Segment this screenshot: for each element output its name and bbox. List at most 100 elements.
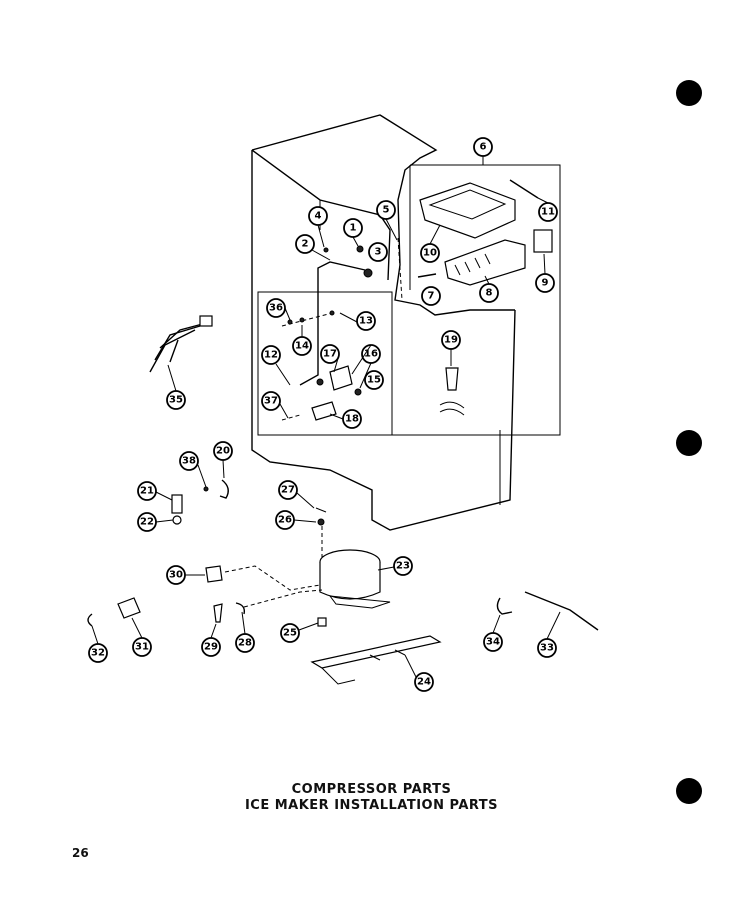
- cover-part: [117, 597, 141, 619]
- callout-8: 8: [479, 283, 499, 303]
- leader-lines: [91, 156, 561, 678]
- svg-text:35: 35: [169, 395, 183, 406]
- callout-19: 19: [441, 330, 461, 350]
- callout-12: 12: [261, 345, 281, 365]
- callout-29: 29: [201, 637, 221, 657]
- compressor: [319, 549, 391, 609]
- svg-text:30: 30: [169, 570, 183, 581]
- callout-31: 31: [132, 637, 152, 657]
- callout-18: 18: [342, 409, 362, 429]
- fill-tube: [299, 261, 366, 386]
- wire-harness: [149, 315, 213, 373]
- svg-text:13: 13: [359, 316, 373, 327]
- svg-text:7: 7: [428, 291, 435, 302]
- svg-text:37: 37: [264, 396, 278, 407]
- svg-text:27: 27: [281, 485, 295, 496]
- callout-17: 17: [320, 344, 340, 364]
- callout-10: 10: [420, 243, 440, 263]
- svg-text:9: 9: [542, 278, 549, 289]
- svg-text:10: 10: [423, 248, 437, 259]
- svg-text:15: 15: [367, 375, 381, 386]
- callout-33: 33: [537, 638, 557, 658]
- svg-text:19: 19: [444, 335, 458, 346]
- svg-text:25: 25: [283, 628, 297, 639]
- svg-text:28: 28: [238, 638, 252, 649]
- callout-3: 3: [368, 242, 388, 262]
- callout-38: 38: [179, 451, 199, 471]
- svg-text:34: 34: [486, 637, 500, 648]
- page-number: 26: [72, 846, 89, 860]
- svg-text:12: 12: [264, 350, 278, 361]
- svg-text:2: 2: [302, 239, 309, 250]
- callout-15: 15: [364, 370, 384, 390]
- callout-27: 27: [278, 480, 298, 500]
- svg-text:4: 4: [315, 211, 322, 222]
- svg-text:29: 29: [204, 642, 218, 653]
- base-rail: [310, 635, 442, 685]
- callout-23: 23: [393, 556, 413, 576]
- svg-text:16: 16: [364, 349, 378, 360]
- pin-part: [417, 273, 437, 278]
- svg-text:23: 23: [396, 561, 410, 572]
- svg-text:14: 14: [295, 341, 309, 352]
- binder-hole: [676, 778, 702, 804]
- svg-text:36: 36: [269, 303, 283, 314]
- callout-20: 20: [213, 441, 233, 461]
- callout-37: 37: [261, 391, 281, 411]
- callout-7: 7: [421, 286, 441, 306]
- callout-group: 1 2 3 4 5 6 7 8 9 10 11 12 13 14 15 16 1…: [88, 137, 558, 692]
- callout-26: 26: [275, 510, 295, 530]
- svg-text:18: 18: [345, 414, 359, 425]
- svg-text:5: 5: [383, 205, 390, 216]
- callout-28: 28: [235, 633, 255, 653]
- callout-22: 22: [137, 512, 157, 532]
- overload-part: [205, 565, 223, 583]
- svg-text:3: 3: [375, 247, 382, 258]
- panel-part: [533, 229, 553, 253]
- callout-5: 5: [376, 200, 396, 220]
- svg-text:32: 32: [91, 648, 105, 659]
- fitting-part: [439, 367, 465, 416]
- binder-hole: [676, 80, 702, 106]
- svg-text:26: 26: [278, 515, 292, 526]
- svg-text:17: 17: [323, 349, 337, 360]
- callout-1: 1: [343, 218, 363, 238]
- callout-9: 9: [535, 273, 555, 293]
- callout-24: 24: [414, 672, 434, 692]
- svg-text:33: 33: [540, 643, 554, 654]
- title-ice-maker-parts: ICE MAKER INSTALLATION PARTS: [244, 798, 499, 813]
- rod-part: [509, 179, 539, 199]
- svg-text:22: 22: [140, 517, 154, 528]
- callout-30: 30: [166, 565, 186, 585]
- power-cord: [524, 591, 599, 631]
- svg-text:24: 24: [417, 677, 431, 688]
- callout-34: 34: [483, 632, 503, 652]
- callout-25: 25: [280, 623, 300, 643]
- callout-35: 35: [166, 390, 186, 410]
- svg-text:6: 6: [480, 142, 487, 153]
- svg-text:20: 20: [216, 446, 230, 457]
- svg-text:8: 8: [486, 288, 493, 299]
- svg-text:31: 31: [135, 642, 149, 653]
- callout-21: 21: [137, 481, 157, 501]
- callout-6: 6: [473, 137, 493, 157]
- svg-text:1: 1: [350, 223, 357, 234]
- ice-bucket: [419, 182, 516, 239]
- callout-14: 14: [292, 336, 312, 356]
- ice-maker-frame: [257, 164, 561, 436]
- callout-2: 2: [295, 234, 315, 254]
- title-compressor-parts: COMPRESSOR PARTS: [291, 782, 452, 797]
- binder-hole: [676, 430, 702, 456]
- callout-32: 32: [88, 643, 108, 663]
- callout-13: 13: [356, 311, 376, 331]
- callout-11: 11: [538, 202, 558, 222]
- svg-text:11: 11: [541, 207, 555, 218]
- callout-36: 36: [266, 298, 286, 318]
- ice-maker-unit: [444, 239, 526, 286]
- svg-text:21: 21: [140, 486, 154, 497]
- water-valve: [311, 365, 362, 421]
- svg-text:38: 38: [182, 456, 196, 467]
- callout-4: 4: [308, 206, 328, 226]
- relay-part: [171, 494, 183, 514]
